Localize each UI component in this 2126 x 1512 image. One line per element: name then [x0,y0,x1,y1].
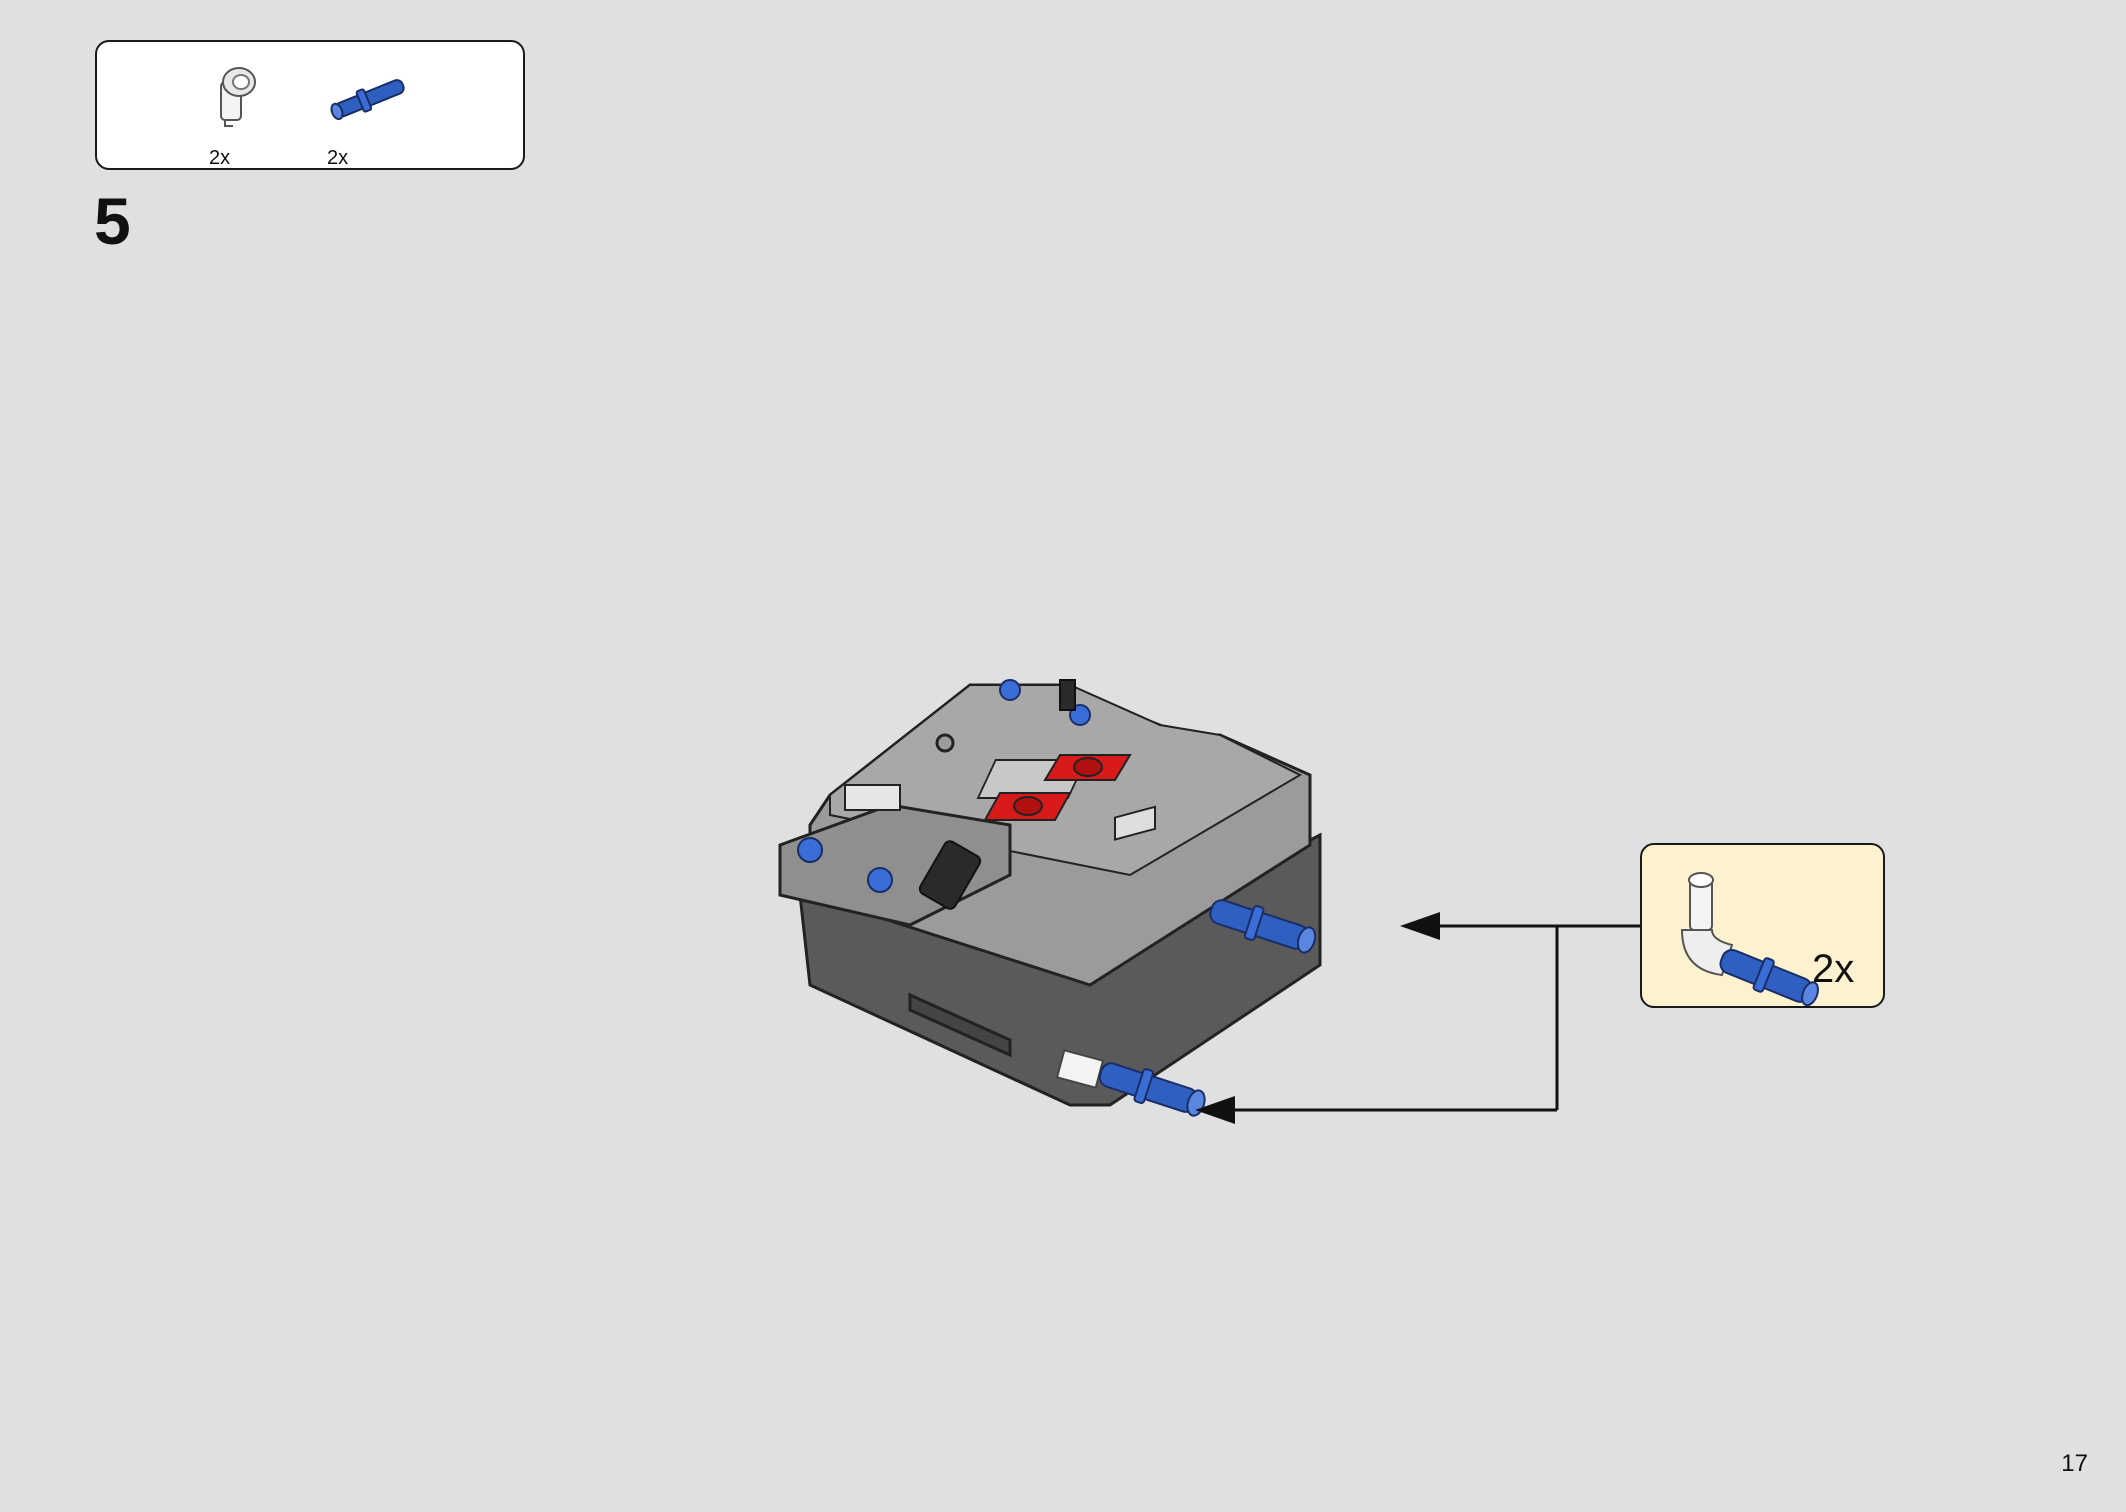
hub-model-illustration [778,679,1322,1117]
parts-list-box: 2x 2x [95,40,525,170]
part-white-connector: 2x [207,62,267,169]
white-connector-icon [220,67,256,127]
callout-quantity: 2x [1812,947,1855,991]
blue-pin-icon [330,79,405,121]
connector-with-pin-icon [1680,872,1819,1007]
arrow-head-lower [1195,1096,1235,1124]
part-quantity: 2x [209,147,231,169]
part-quantity: 2x [327,147,349,169]
step-number: 5 [94,184,131,258]
inserted-pin-upper [1209,899,1317,954]
sub-assembly-callout: 2x [1640,843,1885,1008]
page-number: 17 [2061,1450,2088,1477]
arrow-head-upper [1400,912,1440,940]
part-blue-pin: 2x [325,67,415,169]
